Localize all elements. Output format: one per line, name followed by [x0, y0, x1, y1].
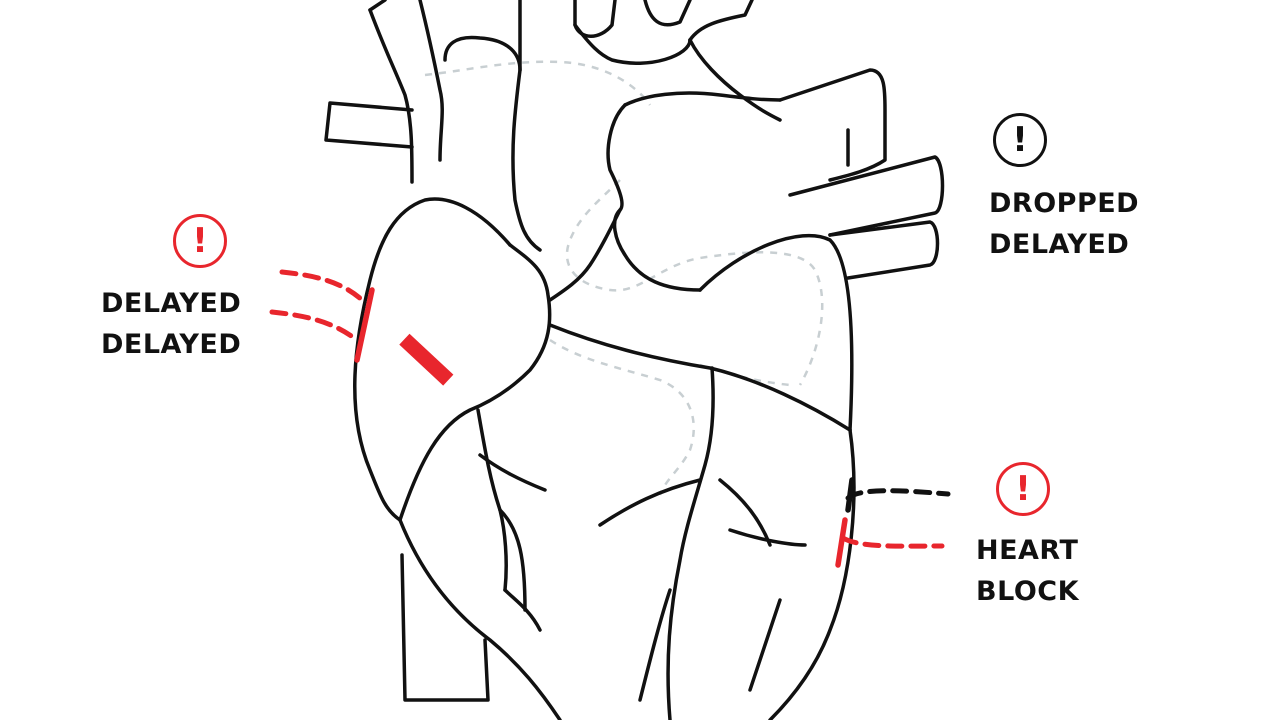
heart-outline	[324, 0, 945, 720]
exclamation-glyph: !	[1015, 469, 1031, 509]
top-right-alert-icon: !	[993, 113, 1047, 167]
left-alert-icon: !	[173, 214, 227, 268]
bottom-right-callout-line-1: HEART	[976, 535, 1079, 566]
bottom-right-alert-icon: !	[996, 462, 1050, 516]
left-block-marker	[399, 333, 454, 386]
bottom-right-callout-line-2: BLOCK	[976, 576, 1080, 607]
top-right-callout-line-2: DELAYED	[989, 229, 1130, 260]
exclamation-glyph: !	[192, 221, 208, 261]
top-right-callout-line-1: DROPPED	[989, 188, 1140, 219]
top-right-callout-label: DROPPED DELAYED	[989, 183, 1139, 265]
left-callout-line-1: DELAYED	[101, 288, 242, 319]
left-callout-label: DELAYED DELAYED	[101, 283, 241, 365]
exclamation-glyph: !	[1012, 120, 1028, 160]
left-callout-line-2: DELAYED	[101, 329, 242, 360]
left-conduction-lines	[269, 269, 375, 363]
bottom-right-callout-label: HEART BLOCK	[976, 530, 1079, 612]
faint-inner-outlines	[424, 60, 824, 496]
right-conduction-lines	[835, 477, 951, 568]
